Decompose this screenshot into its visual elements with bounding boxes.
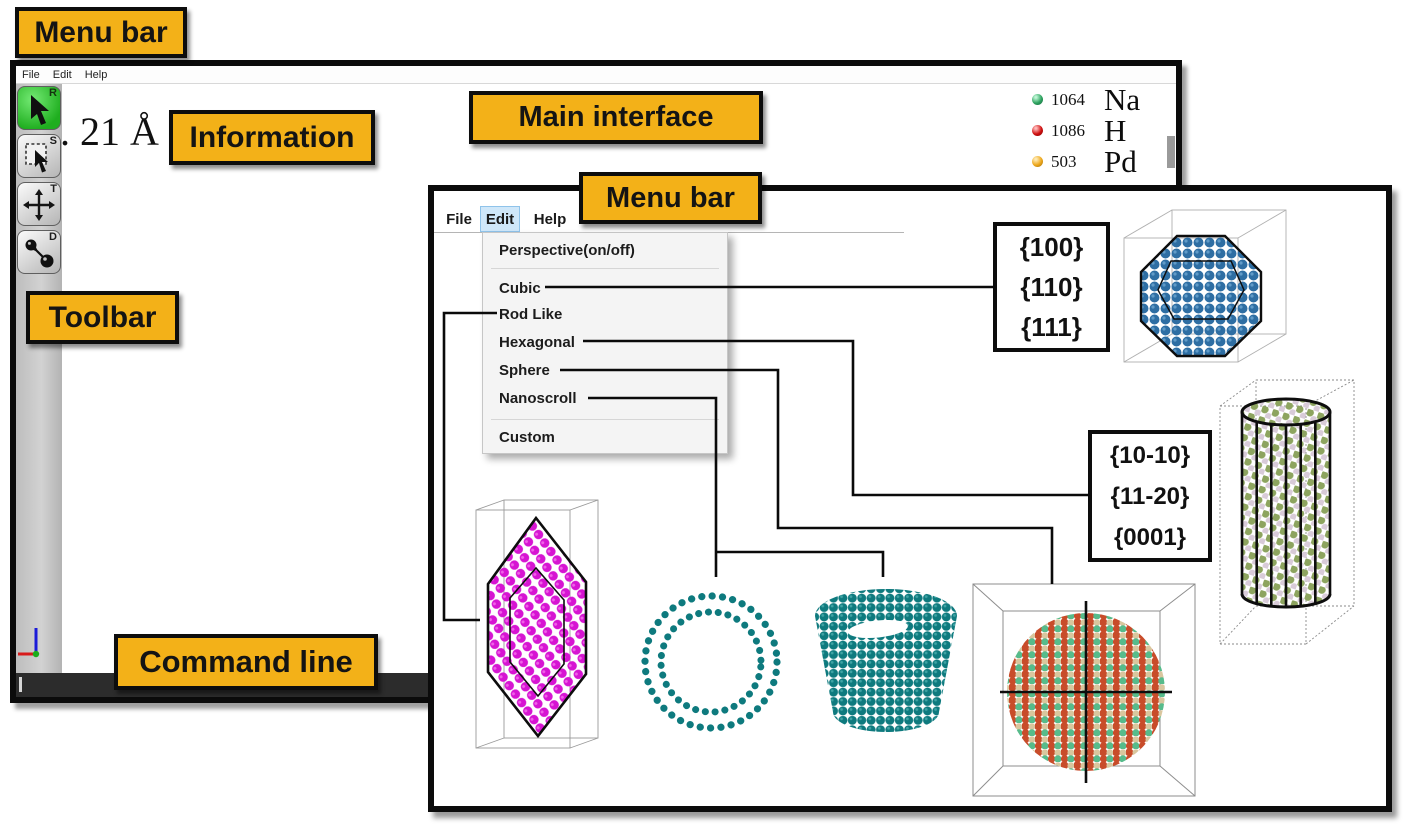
h-count: 1086 xyxy=(1051,120,1085,140)
select-tool-key: S xyxy=(49,135,57,147)
inner-menu-edit[interactable]: Edit xyxy=(480,206,520,232)
h-symbol: H xyxy=(1104,113,1127,148)
select-tool-button[interactable]: S xyxy=(17,134,61,178)
rotate-tool-button[interactable]: R xyxy=(17,86,61,130)
menu-item-custom[interactable]: Custom xyxy=(499,428,555,446)
shape-menu-window: File Edit Help Perspective(on/off) Cubic… xyxy=(428,185,1392,812)
main-interface-callout: Main interface xyxy=(469,91,763,144)
command-line-callout: Command line xyxy=(114,634,378,690)
orientation-axes-icon xyxy=(14,624,54,669)
menu-item-nanoscroll[interactable]: Nanoscroll xyxy=(499,389,577,407)
atom-count-legend: 1064 Na 1086 H 503 Pd xyxy=(1032,84,1140,177)
outer-menu-edit[interactable]: Edit xyxy=(52,68,72,81)
pd-symbol: Pd xyxy=(1104,144,1137,179)
facet-110: {110} xyxy=(1020,272,1083,302)
facet-111: {111} xyxy=(1021,312,1082,342)
translate-tool-button[interactable]: T xyxy=(17,182,61,226)
cell-size-readout: . 21 Å xyxy=(60,109,159,154)
hexagonal-nanorod-image xyxy=(1219,379,1355,645)
edit-dropdown-menu: Perspective(on/off) Cubic Rod Like Hexag… xyxy=(482,232,728,454)
nanoscroll-ring-image xyxy=(641,592,781,732)
facet-11-20: {11-20} xyxy=(1110,482,1190,510)
facet-10-10: {10-10} xyxy=(1109,441,1191,469)
menu-item-hexagonal[interactable]: Hexagonal xyxy=(499,333,575,351)
menu-item-cubic[interactable]: Cubic xyxy=(499,279,541,297)
na-count: 1064 xyxy=(1051,89,1085,109)
cubic-facets-box: {100} {110} {111} xyxy=(993,222,1110,352)
rotate-tool-key: R xyxy=(49,87,57,99)
pd-atom-icon xyxy=(1032,156,1043,167)
menu-item-rod-like[interactable]: Rod Like xyxy=(499,305,563,323)
distance-tool-key: D xyxy=(49,231,57,243)
command-cursor xyxy=(19,677,22,692)
facet-100: {100} xyxy=(1019,232,1084,262)
rod-like-nanoparticle-image xyxy=(475,499,599,749)
sphere-nanoparticle-image xyxy=(972,583,1196,797)
outer-menu-bar: File Edit Help xyxy=(16,66,1176,84)
distance-tool-button[interactable]: D xyxy=(17,230,61,274)
outer-menu-help[interactable]: Help xyxy=(84,68,108,81)
inner-menu-file[interactable]: File xyxy=(446,210,472,228)
pd-count: 503 xyxy=(1051,151,1077,171)
information-callout: Information xyxy=(169,110,375,165)
na-symbol: Na xyxy=(1104,82,1141,117)
cubic-nanoparticle-image xyxy=(1123,209,1287,363)
menu-item-perspective[interactable]: Perspective(on/off) xyxy=(499,241,635,259)
toolbar-strip: R S xyxy=(16,84,62,673)
facet-0001: {0001} xyxy=(1113,523,1187,551)
hexagonal-facets-box: {10-10} {11-20} {0001} xyxy=(1088,430,1212,562)
outer-menu-bar-callout: Menu bar xyxy=(15,7,187,58)
nanoscroll-3d-image xyxy=(815,589,957,732)
translate-tool-key: T xyxy=(50,183,57,195)
menu-item-sphere[interactable]: Sphere xyxy=(499,361,550,379)
h-atom-icon xyxy=(1032,125,1043,136)
menu-separator xyxy=(491,268,719,269)
outer-menu-file[interactable]: File xyxy=(22,68,40,81)
scrollbar-thumb[interactable] xyxy=(1167,136,1175,168)
menu-separator xyxy=(491,419,719,420)
na-atom-icon xyxy=(1032,94,1043,105)
toolbar-callout: Toolbar xyxy=(26,291,179,344)
inner-menu-bar-callout: Menu bar xyxy=(579,172,762,224)
inner-menu-help[interactable]: Help xyxy=(533,210,567,228)
